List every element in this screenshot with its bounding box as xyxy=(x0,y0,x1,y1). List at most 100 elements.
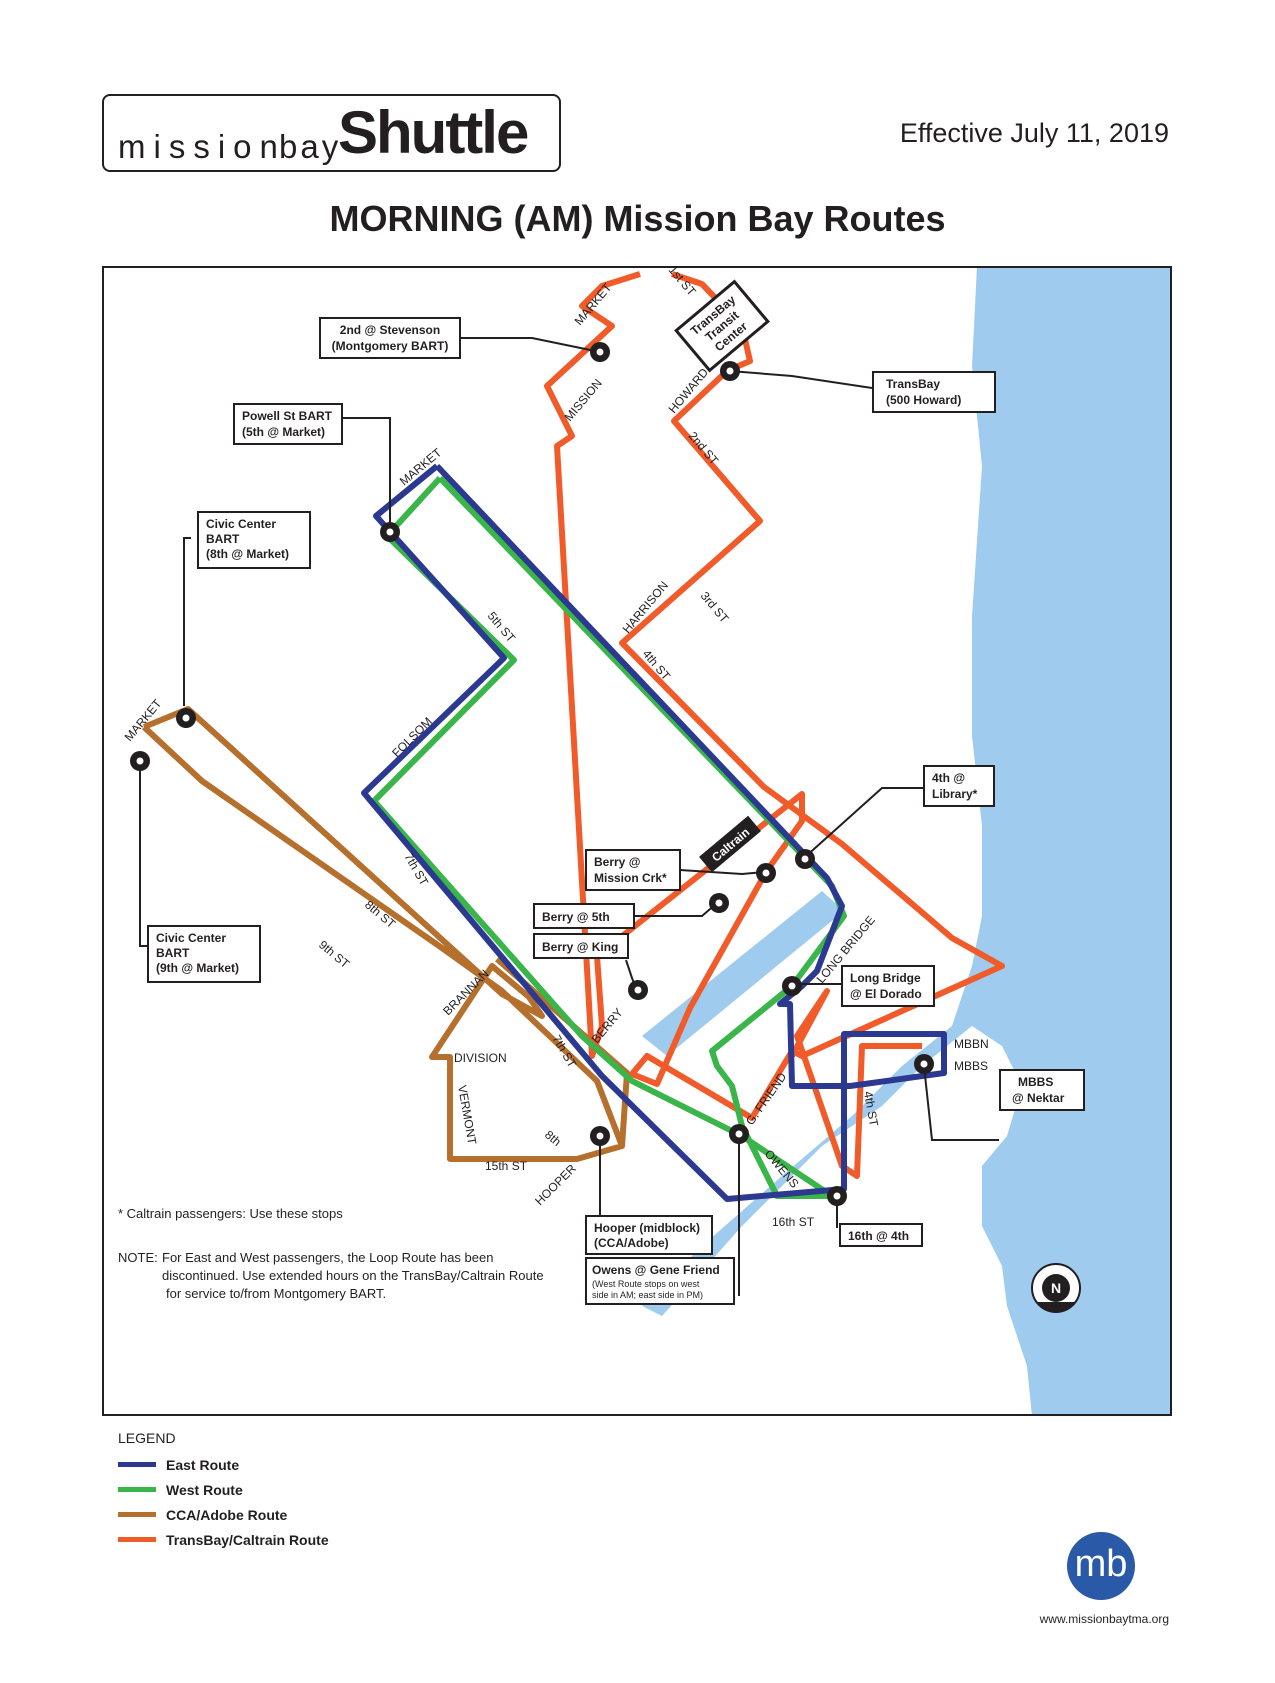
legend-swatch-west xyxy=(118,1487,156,1492)
stop-label-transbay: TransBay (500 Howard) xyxy=(872,371,996,413)
stop-label-16th-4th: 16th @ 4th xyxy=(839,1223,923,1247)
svg-text:Mission Crk*: Mission Crk* xyxy=(594,871,667,885)
compass-letter: N xyxy=(1051,1280,1061,1296)
stop-label-mbbs: MBBS @ Nektar xyxy=(999,1069,1085,1111)
mission-creek xyxy=(642,891,844,1056)
svg-text:(5th @ Market): (5th @ Market) xyxy=(242,425,325,439)
legend-label-transbay: TransBay/Caltrain Route xyxy=(166,1531,329,1548)
map-frame xyxy=(102,266,1172,1416)
effective-date: Effective July 11, 2019 xyxy=(899,118,1169,148)
transbay-transit-center: TransBay Transit Center xyxy=(674,279,770,373)
stop-label-hooper: Hooper (midblock) (CCA/Adobe) xyxy=(585,1215,713,1255)
svg-text:2nd @ Stevenson: 2nd @ Stevenson xyxy=(340,323,440,337)
route-map: Caltrain TransBay Transit Center xyxy=(102,266,1172,1416)
svg-text:16th @ 4th: 16th @ 4th xyxy=(848,1229,909,1243)
missionbay-tma-logo: mb xyxy=(1067,1532,1135,1600)
street-8th-short: 8th xyxy=(542,1128,564,1149)
svg-text:BART: BART xyxy=(156,946,190,960)
note-line-3: for service to/from Montgomery BART. xyxy=(166,1286,386,1301)
svg-text:Berry @ King: Berry @ King xyxy=(542,940,618,954)
street-g-friend: G. FRIEND xyxy=(743,1070,789,1128)
street-berry: BERRY xyxy=(589,1005,626,1046)
street-mission: MISSION xyxy=(562,376,605,424)
svg-text:@ Nektar: @ Nektar xyxy=(1012,1091,1065,1105)
stop-label-long-bridge: Long Bridge @ El Dorado xyxy=(841,965,935,1007)
page-title: MORNING (AM) Mission Bay Routes xyxy=(329,198,946,239)
legend-item-transbay: TransBay/Caltrain Route xyxy=(118,1527,329,1552)
caltrain-note: * Caltrain passengers: Use these stops xyxy=(118,1206,343,1221)
svg-text:@ El Dorado: @ El Dorado xyxy=(850,987,922,1001)
street-4th-lower: 4th ST xyxy=(861,1090,881,1128)
leader-lines xyxy=(139,337,999,1296)
svg-text:Library*: Library* xyxy=(932,787,978,801)
street-division: DIVISION xyxy=(454,1051,507,1065)
logo-shuttle-text: Shuttle xyxy=(338,99,529,166)
logo-frame xyxy=(102,94,561,172)
street-hooper: HOOPER xyxy=(532,1161,579,1208)
svg-text:Civic Center: Civic Center xyxy=(156,931,226,945)
legend-label-east: East Route xyxy=(166,1456,240,1473)
stop-label-civic-8th: Civic Center BART (8th @ Market) xyxy=(197,511,311,569)
legend-swatch-cca xyxy=(118,1512,156,1517)
svg-text:MBBS: MBBS xyxy=(1018,1075,1053,1089)
cca-adobe-route-line xyxy=(141,706,625,1162)
legend-item-cca: CCA/Adobe Route xyxy=(118,1502,329,1527)
stop-label-civic-9th: Civic Center BART (9th @ Market) xyxy=(147,925,261,983)
svg-text:(9th @ Market): (9th @ Market) xyxy=(156,961,239,975)
website-link[interactable]: www.missionbaytma.org xyxy=(1039,1612,1169,1626)
bay-water xyxy=(642,266,1172,1416)
stop-label-powell: Powell St BART (5th @ Market) xyxy=(233,403,343,445)
street-9th: 9th ST xyxy=(316,938,353,972)
street-mbbn: MBBN xyxy=(954,1037,989,1051)
street-folsom: FOLSOM xyxy=(389,714,435,760)
legend-title: LEGEND xyxy=(118,1430,176,1446)
legend-item-east: East Route xyxy=(118,1452,329,1477)
west-route-line xyxy=(371,475,847,1199)
logo-bay-text: bay xyxy=(279,128,342,165)
east-route-line xyxy=(361,463,947,1202)
street-1st: 1st ST xyxy=(666,266,699,299)
svg-text:Powell St BART: Powell St BART xyxy=(242,409,333,423)
svg-text:(West Route stops on west: (West Route stops on west xyxy=(592,1279,700,1289)
legend-swatch-transbay xyxy=(118,1537,156,1542)
street-7th-lower: 7th ST xyxy=(549,1033,579,1071)
svg-text:Berry @: Berry @ xyxy=(594,855,640,869)
svg-text:Hooper (midblock): Hooper (midblock) xyxy=(594,1221,700,1235)
stop-label-library: 4th @ Library* xyxy=(923,765,995,807)
street-vermont: VERMONT xyxy=(455,1084,479,1146)
legend-label-west: West Route xyxy=(166,1481,243,1498)
street-16th: 16th ST xyxy=(772,1215,815,1229)
caltrain-label: Caltrain xyxy=(699,815,761,873)
stop-label-berry-5th: Berry @ 5th xyxy=(533,903,635,929)
street-3rd: 3rd ST xyxy=(698,589,732,626)
svg-text:(Montgomery BART): (Montgomery BART) xyxy=(332,339,449,353)
street-2nd: 2nd ST xyxy=(686,429,722,468)
north-arrow-icon: N xyxy=(1031,1263,1081,1313)
stop-label-owens: Owens @ Gene Friend (West Route stops on… xyxy=(585,1257,735,1305)
logo-mission-text: mission xyxy=(118,128,286,165)
svg-text:4th @: 4th @ xyxy=(932,771,965,785)
stop-label-berry-mission-crk: Berry @ Mission Crk* xyxy=(585,849,681,891)
stop-markers xyxy=(130,342,934,1206)
svg-text:(500 Howard): (500 Howard) xyxy=(886,393,961,407)
legend-label-cca: CCA/Adobe Route xyxy=(166,1506,288,1523)
note-line-1: For East and West passengers, the Loop R… xyxy=(162,1250,493,1265)
svg-text:Civic Center: Civic Center xyxy=(206,517,276,531)
svg-text:Owens @ Gene Friend: Owens @ Gene Friend xyxy=(592,1263,720,1277)
legend: LEGEND East Route West Route CCA/Adobe R… xyxy=(118,1430,329,1552)
svg-text:TransBay: TransBay xyxy=(886,377,940,391)
svg-text:Berry @ 5th: Berry @ 5th xyxy=(542,910,610,924)
map-notes: * Caltrain passengers: Use these stops N… xyxy=(118,1206,544,1301)
note-label: NOTE: xyxy=(118,1250,158,1265)
svg-text:BART: BART xyxy=(206,532,240,546)
stop-label-berry-king: Berry @ King xyxy=(533,933,629,959)
transbay-route-line xyxy=(544,271,1005,1121)
note-line-2: discontinued. Use extended hours on the … xyxy=(162,1268,544,1283)
legend-swatch-east xyxy=(118,1462,156,1467)
svg-text:(8th @ Market): (8th @ Market) xyxy=(206,547,289,561)
street-mbbs: MBBS xyxy=(954,1059,988,1073)
svg-text:(CCA/Adobe): (CCA/Adobe) xyxy=(594,1236,669,1250)
street-15th: 15th ST xyxy=(485,1159,528,1173)
stop-label-2nd-stevenson: 2nd @ Stevenson (Montgomery BART) xyxy=(319,317,461,359)
svg-text:side in AM; east side in PM): side in AM; east side in PM) xyxy=(592,1290,703,1300)
